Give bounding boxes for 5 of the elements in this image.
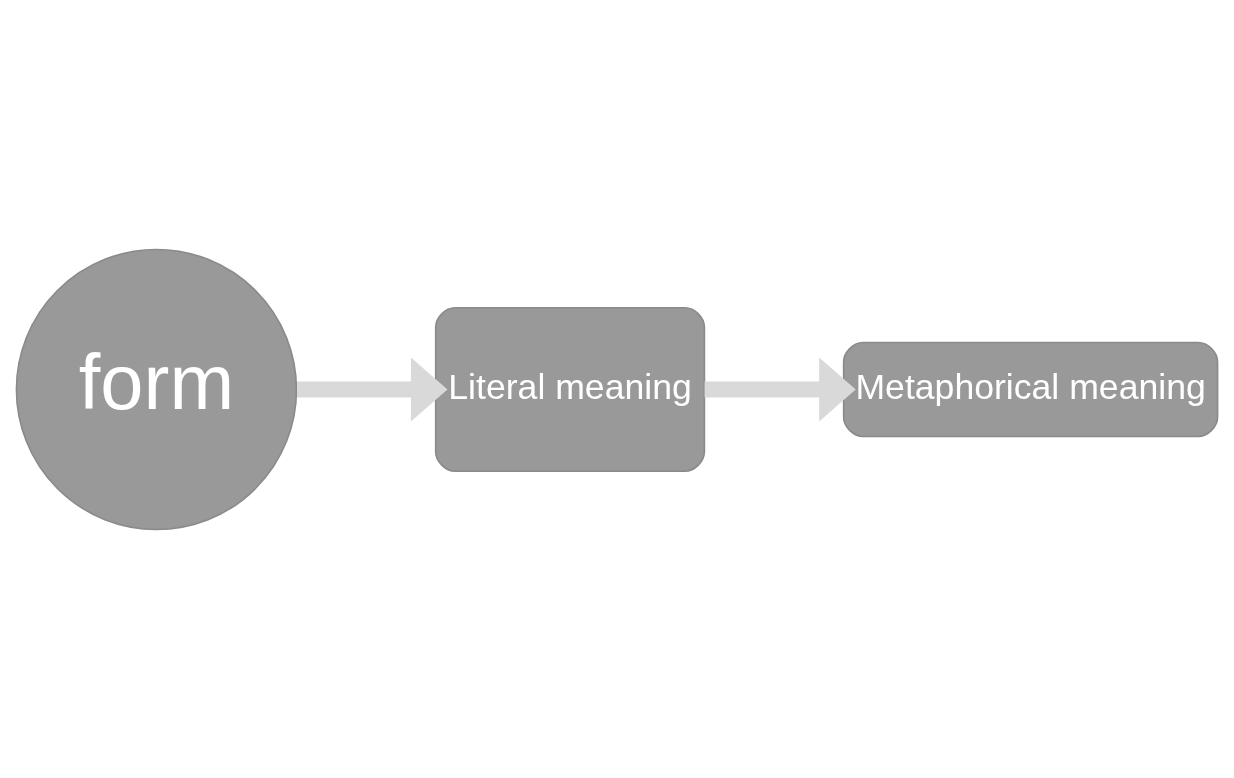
node-circle: form <box>15 248 298 530</box>
node-box: Literal meaning <box>434 306 706 472</box>
arrow <box>297 357 448 421</box>
arrow <box>704 357 856 421</box>
node-box: Metaphorical meaning <box>842 341 1219 437</box>
